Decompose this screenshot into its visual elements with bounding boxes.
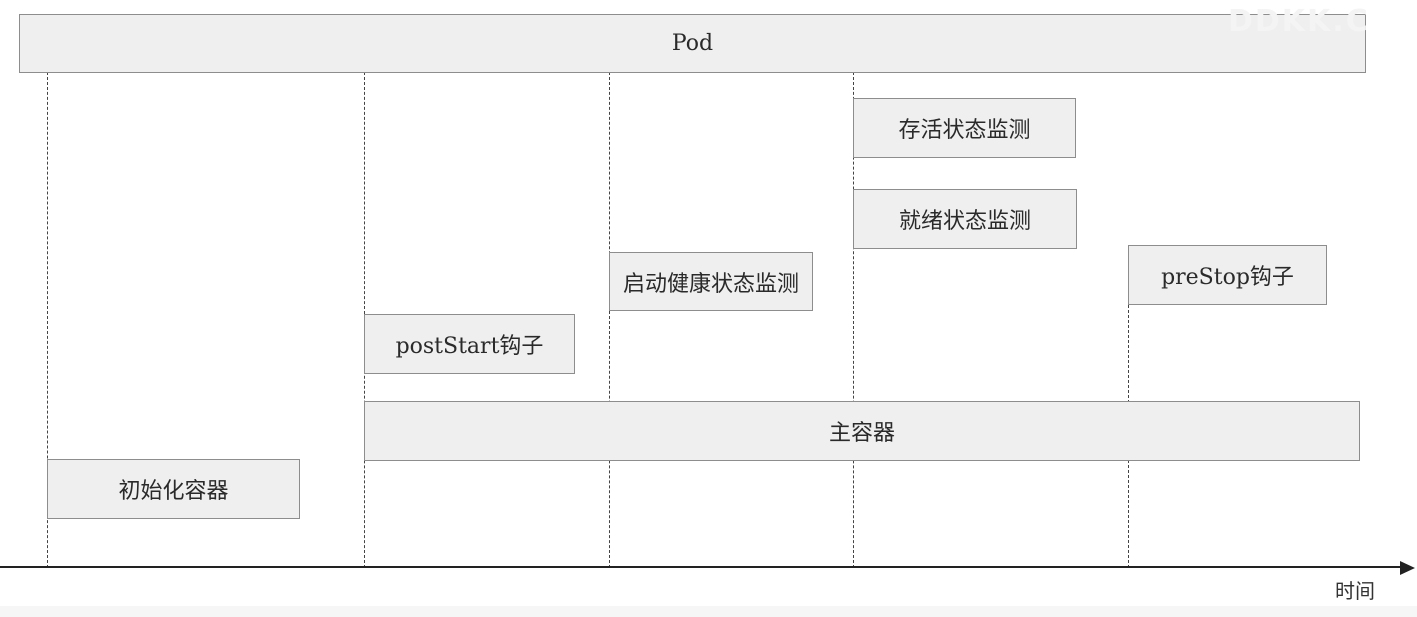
main-container-box: 主容器 [364,401,1360,461]
init-container-box: 初始化容器 [47,459,300,519]
time-axis-arrowhead [1400,561,1415,575]
pod-box: Pod [19,14,1366,73]
startup-probe-label: 启动健康状态监测 [622,271,799,297]
post-start-hook-label: postStart钩子 [395,334,544,359]
pod-label: Pod [671,31,714,56]
readiness-probe-box: 就绪状态监测 [853,189,1077,249]
time-axis [0,566,1405,568]
main-container-label: 主容器 [828,421,895,446]
startup-probe-box: 启动健康状态监测 [609,252,813,311]
pre-stop-hook-label: preStop钩子 [1161,265,1294,290]
watermark: DDKK.COM [1228,4,1368,39]
post-start-hook-box: postStart钩子 [364,314,575,374]
readiness-probe-label: 就绪状态监测 [898,209,1031,234]
init-container-label: 初始化容器 [118,479,229,504]
time-axis-label: 时间 [1335,579,1375,603]
pre-stop-hook-box: preStop钩子 [1128,245,1327,305]
liveness-probe-label: 存活状态监测 [898,118,1031,143]
timeline-marker-startup-probe [609,72,610,568]
timeline-marker-probes [853,72,854,568]
bottom-strip [0,606,1417,617]
timeline-marker-init [47,72,48,568]
liveness-probe-box: 存活状态监测 [853,98,1076,158]
